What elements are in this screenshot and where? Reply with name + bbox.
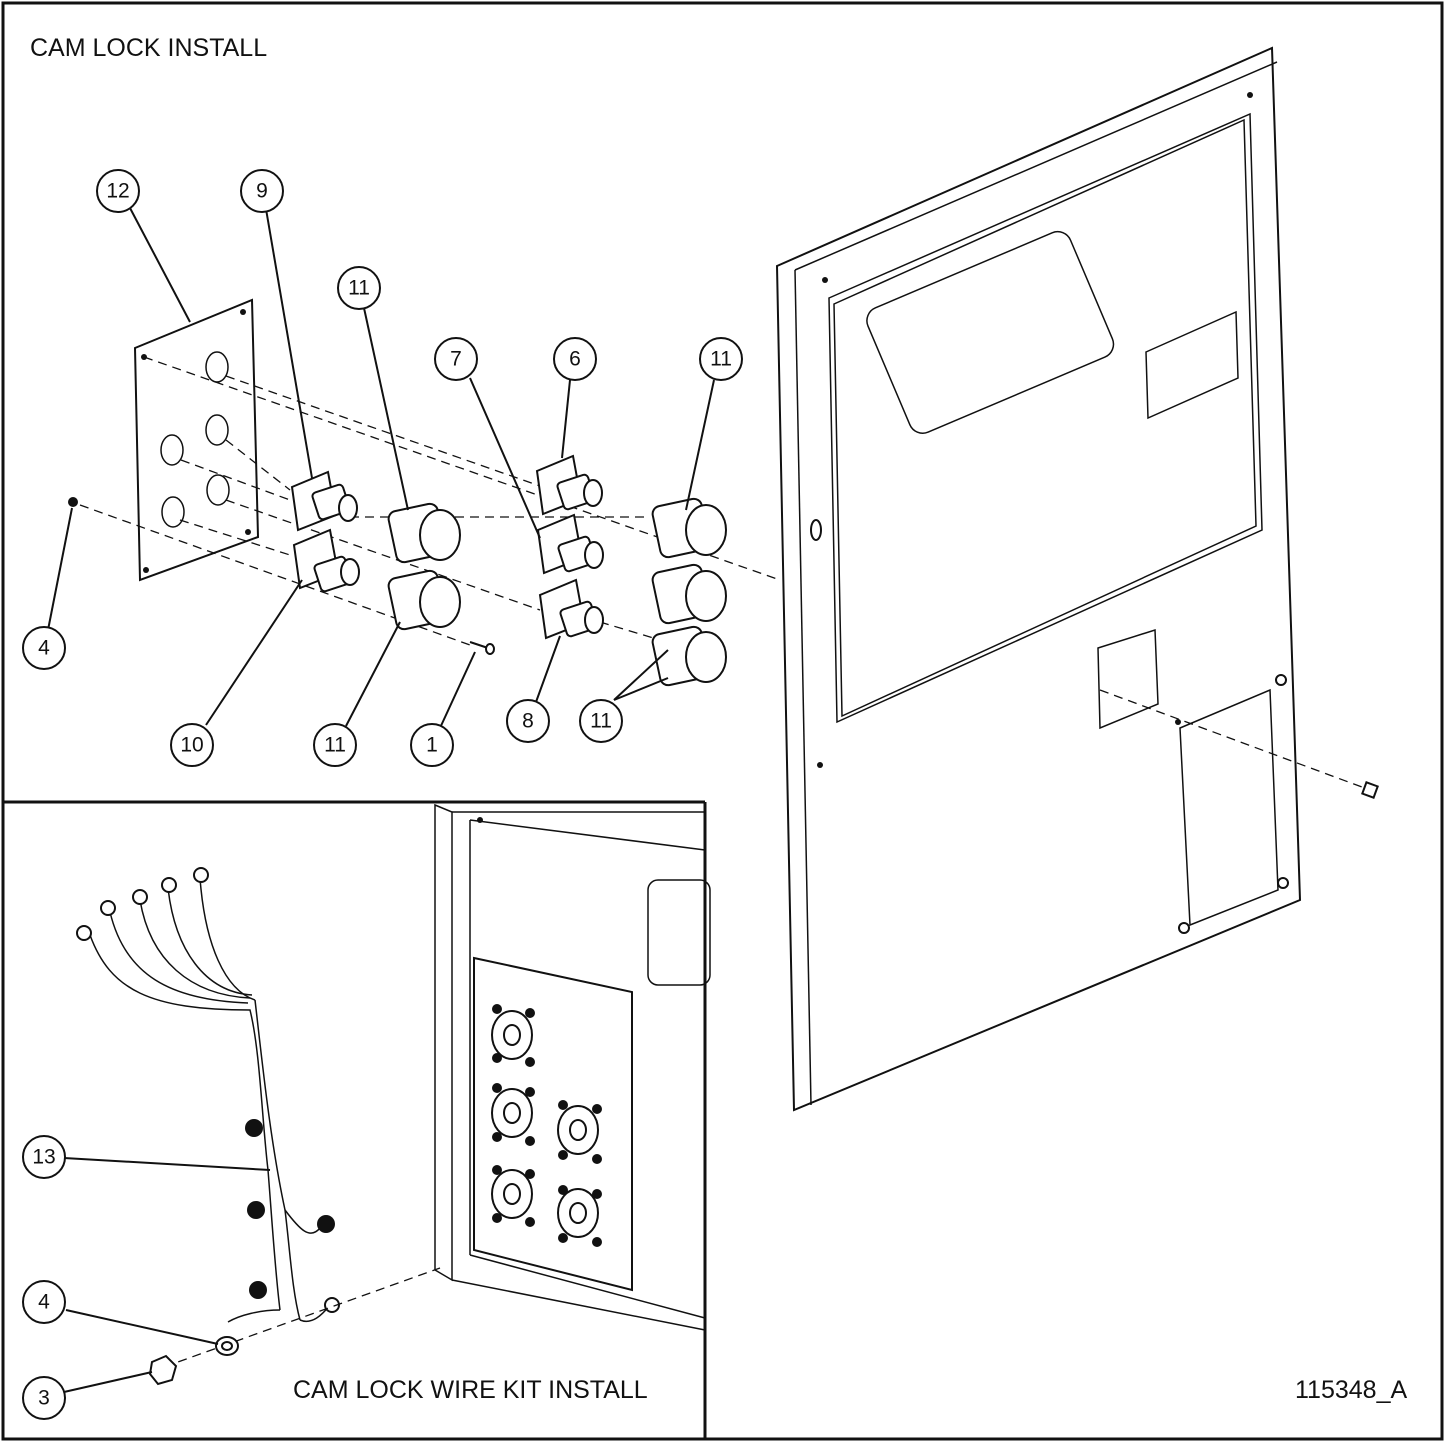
enclosure-interior: [434, 803, 711, 1331]
svg-text:8: 8: [522, 710, 534, 733]
callout-6: 6: [553, 337, 597, 381]
callout-13: 13: [22, 1135, 66, 1179]
callout-12: 12: [96, 169, 140, 213]
svg-text:6: 6: [569, 348, 581, 371]
callout-9: 9: [240, 169, 284, 213]
drawing-number: 115348_A: [1295, 1376, 1407, 1404]
door-panel: [775, 46, 1302, 1112]
svg-text:13: 13: [32, 1146, 55, 1169]
callout-3: 3: [22, 1376, 66, 1420]
svg-text:3: 3: [38, 1387, 50, 1410]
svg-text:11: 11: [710, 348, 732, 371]
callout-8: 8: [506, 699, 550, 743]
fasteners-top: [68, 497, 1379, 799]
svg-text:4: 4: [38, 1291, 50, 1314]
callout-4-bottom: 4: [22, 1280, 66, 1324]
cam-lock-receptacles: [290, 454, 604, 640]
svg-text:4: 4: [38, 637, 50, 660]
cam-lock-caps: [387, 497, 727, 687]
bottom-section-title: CAM LOCK WIRE KIT INSTALL: [293, 1376, 648, 1404]
mounting-plate: [133, 298, 260, 582]
callout-7: 7: [434, 337, 478, 381]
svg-text:9: 9: [256, 180, 268, 203]
svg-text:11: 11: [348, 277, 370, 300]
svg-text:10: 10: [180, 734, 203, 757]
wire-harness: [76, 867, 340, 1323]
callout-4-top: 4: [22, 626, 66, 670]
svg-text:11: 11: [324, 734, 346, 757]
callout-11-a: 11: [337, 266, 381, 310]
callout-10: 10: [170, 723, 214, 767]
leader-lines: [47, 207, 715, 1393]
svg-text:1: 1: [426, 734, 438, 757]
fasteners-bottom: [148, 1267, 441, 1386]
callout-11-d: 11: [579, 699, 623, 743]
callout-11-b: 11: [699, 337, 743, 381]
svg-text:12: 12: [106, 180, 129, 203]
callout-1: 1: [410, 723, 454, 767]
svg-text:11: 11: [590, 710, 612, 733]
top-section-title: CAM LOCK INSTALL: [30, 34, 267, 62]
callout-11-c: 11: [313, 723, 357, 767]
svg-text:7: 7: [450, 348, 462, 371]
